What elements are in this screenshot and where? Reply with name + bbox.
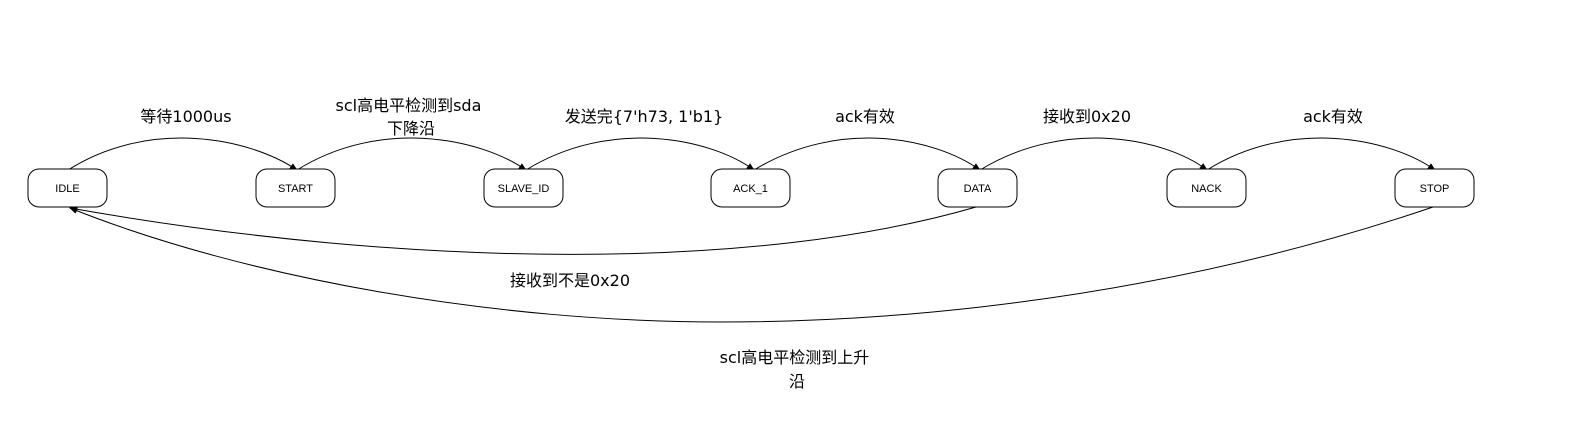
edge-nack-to-stop [1206,137,1436,171]
state-label-idle: IDLE [55,183,79,195]
state-label-slave-id: SLAVE_ID [498,183,550,195]
edge-label-start-to-slave-id: scl高电平检测到sda 下降沿 [336,96,487,138]
edge-slave-id-to-ack-1 [525,137,755,171]
state-slave-id: SLAVE_ID [483,168,564,208]
edge-stop-to-idle [69,206,1434,323]
state-label-nack: NACK [1191,183,1222,195]
state-label-ack-1: ACK_1 [733,183,768,195]
edge-data-to-idle [69,206,977,255]
state-ack-1: ACK_1 [710,168,791,208]
state-label-stop: STOP [1420,183,1450,195]
state-label-data: DATA [964,183,992,195]
edge-label-data-to-nack: 接收到0x20 [1043,107,1131,126]
state-data: DATA [937,168,1018,208]
edge-data-to-nack [979,137,1208,171]
edge-ack-1-to-data [753,137,981,171]
state-idle: IDLE [27,168,108,208]
edge-label-idle-to-start: 等待1000us [140,107,231,126]
state-stop: STOP [1394,168,1475,208]
edge-label-ack-1-to-data: ack有效 [835,107,895,126]
state-nack: NACK [1166,168,1247,208]
edge-label-slave-id-to-ack-1: 发送完{7'h73, 1'b1} [565,107,724,126]
edge-label-data-to-idle: 接收到不是0x20 [510,271,630,290]
state-start: START [255,168,336,208]
edge-label-nack-to-stop: ack有效 [1303,107,1363,126]
state-label-start: START [278,183,313,195]
edge-idle-to-start [67,137,298,171]
edge-label-stop-to-idle: scl高电平检测到上升 沿 [720,348,875,391]
edge-start-to-slave-id [296,137,527,171]
